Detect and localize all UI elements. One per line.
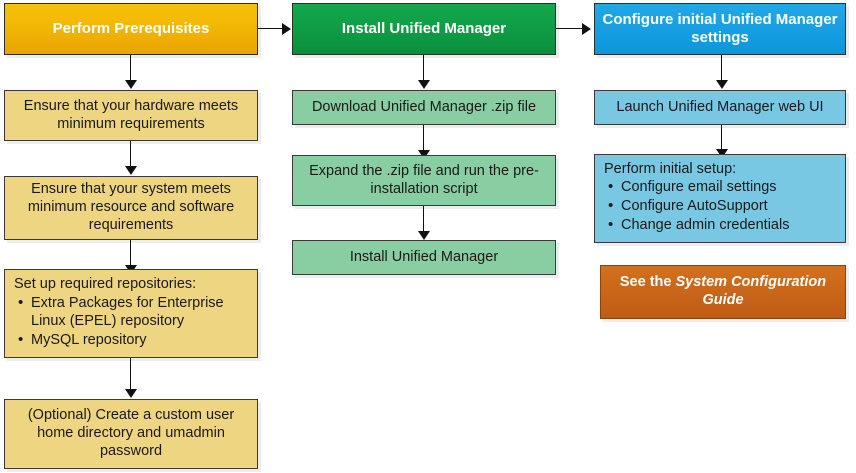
- arrow-head-icon: [125, 166, 137, 175]
- arrow-head-icon: [716, 149, 728, 158]
- node-system-requirements[interactable]: Ensure that your system meets minimum re…: [4, 176, 258, 240]
- connector-line: [130, 240, 131, 266]
- reference-prefix: See the: [619, 274, 676, 291]
- node-lead-label: Set up required repositories:: [14, 276, 197, 293]
- node-content: Set up required repositories: Extra Pack…: [14, 276, 249, 351]
- node-label: Ensure that your system meets minimum re…: [27, 181, 235, 233]
- node-install-unified-manager[interactable]: Install Unified Manager: [292, 240, 556, 275]
- reference-guide-title: System Configuration Guide: [675, 274, 827, 308]
- arrow-head-icon: [125, 389, 137, 398]
- node-label: Ensure that your hardware meets minimum …: [23, 97, 239, 132]
- connector-line: [423, 125, 424, 151]
- arrow-head-icon: [125, 80, 137, 89]
- connector-line: [556, 28, 583, 29]
- node-hardware-requirements[interactable]: Ensure that your hardware meets minimum …: [4, 90, 258, 141]
- node-required-repositories[interactable]: Set up required repositories: Extra Pack…: [4, 269, 258, 358]
- connector-line: [130, 358, 131, 390]
- bullet-list: Configure email settings Configure AutoS…: [604, 178, 837, 235]
- node-custom-user-home-directory[interactable]: (Optional) Create a custom user home dir…: [4, 399, 258, 469]
- connector-line: [130, 55, 131, 81]
- arrow-head-icon: [418, 80, 430, 89]
- node-download-zip[interactable]: Download Unified Manager .zip file: [292, 90, 556, 125]
- arrow-head-icon: [282, 23, 291, 35]
- node-label: See the System Configuration Guide: [607, 274, 839, 309]
- node-label: Configure initial Unified Manager settin…: [602, 10, 838, 46]
- connector-line: [721, 125, 722, 151]
- node-label: (Optional) Create a custom user home dir…: [27, 407, 235, 459]
- connector-line: [423, 206, 424, 232]
- list-item: Configure email settings: [608, 178, 837, 197]
- node-content: Perform initial setup: Configure email s…: [604, 161, 837, 237]
- node-perform-prerequisites[interactable]: Perform Prerequisites: [4, 3, 258, 55]
- arrow-head-icon: [418, 150, 430, 159]
- arrow-head-icon: [582, 23, 591, 35]
- node-label: Install Unified Manager: [341, 19, 507, 37]
- node-launch-web-ui[interactable]: Launch Unified Manager web UI: [594, 90, 846, 125]
- arrow-head-icon: [418, 231, 430, 240]
- connector-line: [130, 141, 131, 167]
- connector-line: [423, 55, 424, 81]
- node-label: Expand the .zip file and run the pre-ins…: [309, 162, 539, 197]
- list-item: Extra Packages for Enterprise Linux (EPE…: [18, 294, 249, 331]
- node-configure-initial-settings-header[interactable]: Configure initial Unified Manager settin…: [594, 3, 846, 55]
- node-label: Perform Prerequisites: [52, 19, 210, 37]
- node-lead-label: Perform initial setup:: [604, 160, 737, 177]
- node-install-unified-manager-header[interactable]: Install Unified Manager: [292, 3, 556, 55]
- node-perform-initial-setup[interactable]: Perform initial setup: Configure email s…: [594, 154, 846, 243]
- connector-line: [721, 55, 722, 81]
- connector-line: [258, 28, 283, 29]
- node-label: Launch Unified Manager web UI: [616, 98, 824, 115]
- list-item: Change admin credentials: [608, 216, 837, 235]
- list-item: Configure AutoSupport: [608, 197, 837, 216]
- node-label: Download Unified Manager .zip file: [311, 98, 537, 115]
- bullet-list: Extra Packages for Enterprise Linux (EPE…: [14, 294, 249, 350]
- node-label: Install Unified Manager: [349, 248, 499, 265]
- arrow-head-icon: [716, 80, 728, 89]
- node-expand-zip-run-script[interactable]: Expand the .zip file and run the pre-ins…: [292, 155, 556, 206]
- node-see-system-configuration-guide[interactable]: See the System Configuration Guide: [600, 265, 846, 319]
- list-item: MySQL repository: [18, 331, 249, 350]
